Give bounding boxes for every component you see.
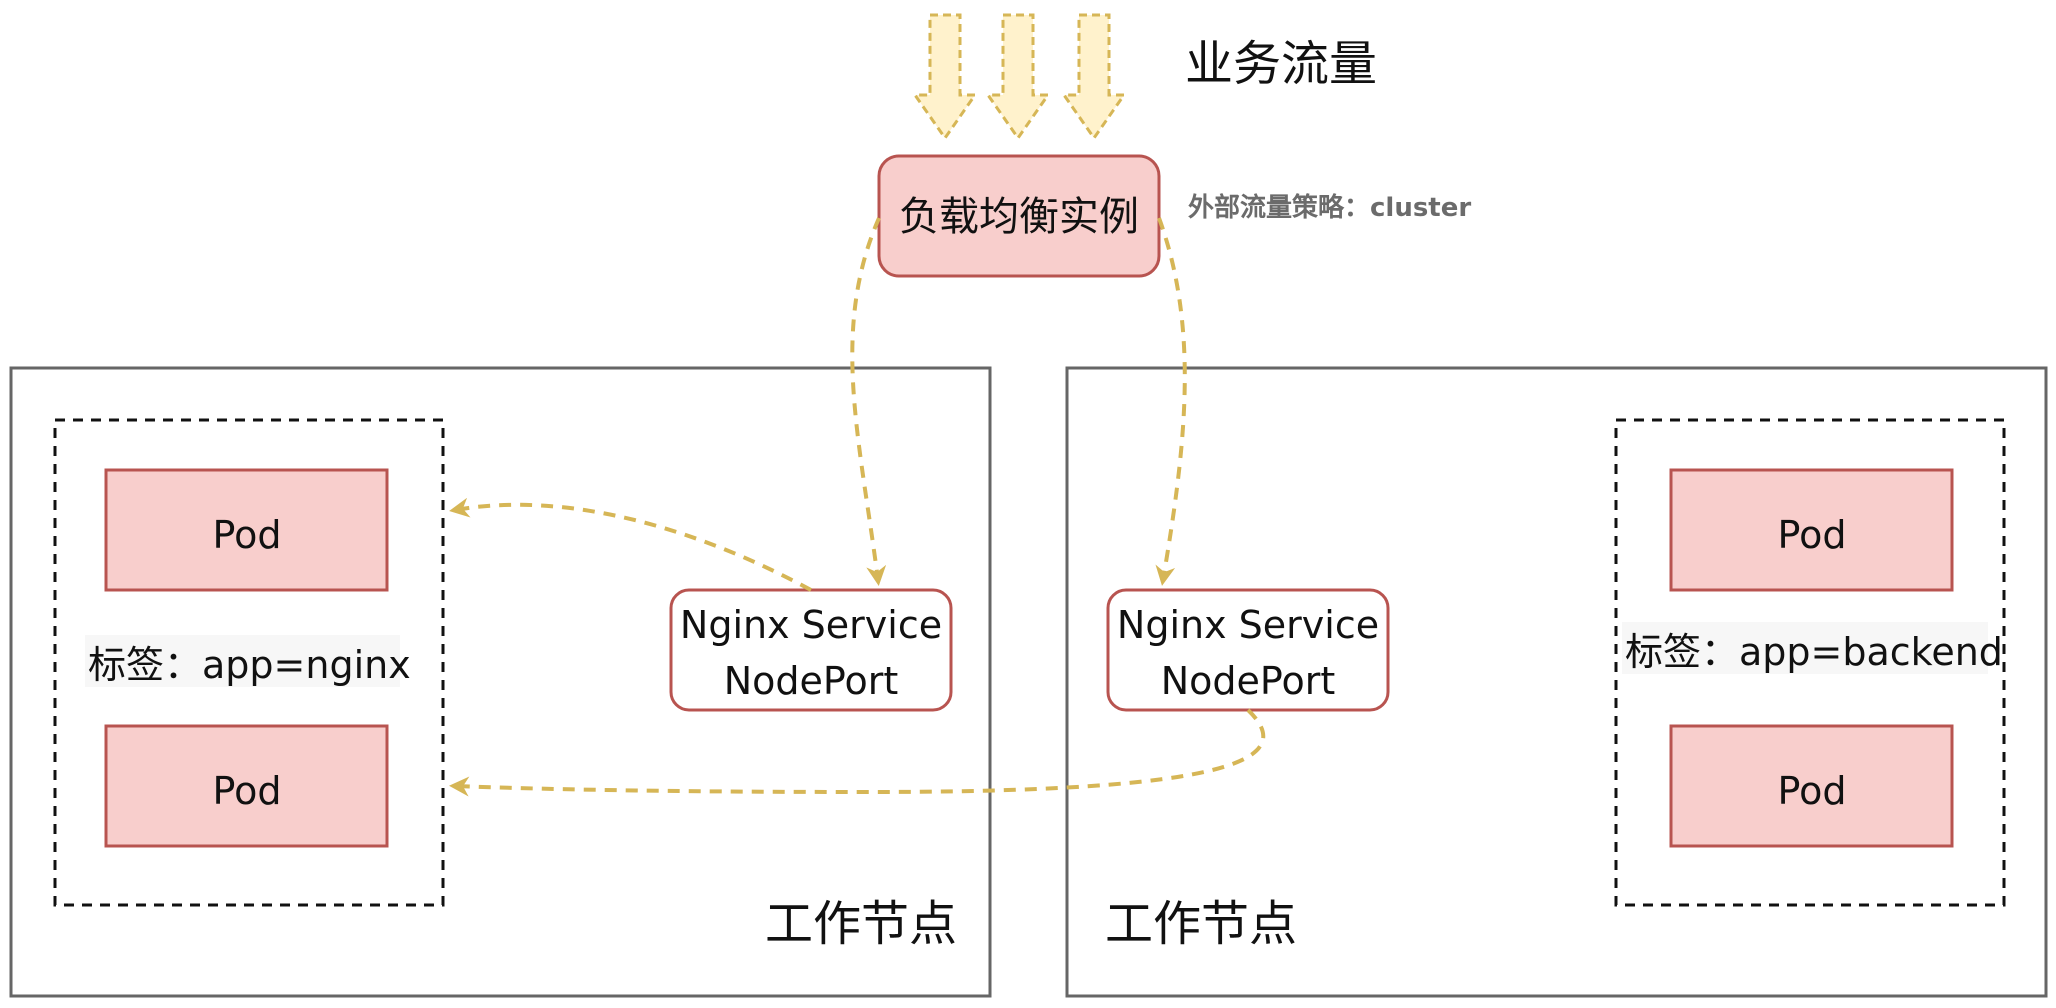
pod-box bbox=[104, 724, 389, 848]
pod-label: Pod bbox=[1778, 513, 1847, 557]
traffic-label: 业务流量 bbox=[1185, 36, 1377, 92]
worker-node-2 bbox=[1065, 366, 2048, 998]
service-1-to-nginx-pods-arrow bbox=[449, 497, 812, 592]
service-2-to-nginx-pods-arrow bbox=[449, 708, 1266, 797]
pod-box bbox=[1669, 468, 1954, 592]
pod-tag-label: 标签：app=nginx bbox=[88, 643, 411, 687]
traffic-arrow-1 bbox=[912, 13, 978, 141]
pod-box bbox=[1669, 724, 1954, 848]
pod-group-nginx bbox=[53, 418, 445, 907]
worker-node-1 bbox=[9, 366, 992, 998]
lb-to-service-2-arrow bbox=[1155, 217, 1187, 586]
load-balancer-box bbox=[877, 154, 1161, 278]
service-name-label: Nginx Service bbox=[680, 603, 942, 647]
worker-node-label: 工作节点 bbox=[765, 896, 957, 952]
traffic-connectors bbox=[449, 217, 1266, 797]
pod-label: Pod bbox=[1778, 769, 1847, 813]
service-type-label: NodePort bbox=[724, 659, 899, 703]
pod-tag-label: 标签：app=backend bbox=[1625, 630, 2003, 674]
pod-group-backend bbox=[1614, 418, 2006, 907]
pod-tag-bg bbox=[1622, 622, 1988, 674]
traffic-arrow-3 bbox=[1061, 13, 1127, 141]
traffic-arrows bbox=[912, 13, 1127, 141]
pod-label: Pod bbox=[213, 769, 282, 813]
pod-tag-bg bbox=[85, 635, 400, 687]
traffic-policy-label: 外部流量策略：cluster bbox=[1188, 192, 1471, 223]
lb-to-service-1-arrow bbox=[850, 217, 887, 586]
load-balancer-label: 负载均衡实例 bbox=[899, 194, 1139, 240]
worker-node-label: 工作节点 bbox=[1105, 896, 1297, 952]
traffic-arrow-2 bbox=[985, 13, 1051, 141]
service-type-label: NodePort bbox=[1161, 659, 1336, 703]
pod-box bbox=[104, 468, 389, 592]
pod-label: Pod bbox=[213, 513, 282, 557]
service-name-label: Nginx Service bbox=[1117, 603, 1379, 647]
